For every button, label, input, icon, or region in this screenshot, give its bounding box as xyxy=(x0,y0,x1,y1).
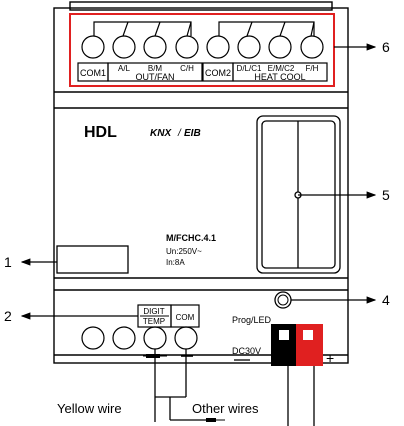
eib-logo: EIB xyxy=(184,128,201,139)
com2-label: COM2 xyxy=(205,68,231,78)
pin-label-fh: F/H xyxy=(306,64,319,73)
group-label-out-fan: OUT/FAN xyxy=(135,72,174,82)
pin-label-dlc1: D/L/C1 xyxy=(237,64,262,73)
current-rating: In:8A xyxy=(166,258,185,267)
com-label: COM xyxy=(176,313,195,322)
bottom-terminals xyxy=(81,304,200,350)
terminal-fh-screw xyxy=(300,35,324,59)
terminal-al-screw xyxy=(112,35,136,59)
com1-label: COM1 xyxy=(80,68,106,78)
bottom-terminal-digit-screw xyxy=(143,326,167,350)
bottom-terminal-2-screw xyxy=(112,326,136,350)
callout-2: 2 xyxy=(4,308,12,324)
terminal-com1-screw xyxy=(81,35,105,59)
knx-logo: KNX xyxy=(150,128,172,139)
prog-led-label: Prog/LED xyxy=(232,315,272,325)
model-number: M/FCHC.4.1 xyxy=(166,233,216,243)
pin-label-al: A/L xyxy=(118,64,131,73)
temp-label: TEMP xyxy=(143,317,165,326)
dc30v-label: DC30V xyxy=(232,346,261,356)
terminal-com2-screw xyxy=(206,35,230,59)
voltage-rating: Un:250V~ xyxy=(166,247,202,256)
pin-label-bm: B/M xyxy=(148,64,163,73)
svg-text:/: / xyxy=(177,128,182,139)
other-wires-label: Other wires xyxy=(192,401,259,416)
plus-symbol: + xyxy=(326,350,334,366)
device-body xyxy=(53,1,349,364)
brand-logo: HDL xyxy=(84,124,117,141)
bottom-terminal-com-screw xyxy=(174,326,198,350)
bus-terminal xyxy=(271,324,323,366)
bottom-terminal-1-screw xyxy=(81,326,105,350)
top-terminals xyxy=(77,21,328,82)
digit-label: DIGIT xyxy=(143,307,164,316)
pin-label-emc2: E/M/C2 xyxy=(268,64,295,73)
terminal-bm-screw xyxy=(143,35,167,59)
terminal-ch-screw xyxy=(175,35,199,59)
callout-5: 5 xyxy=(382,187,390,203)
prog-led-button[interactable] xyxy=(274,291,292,309)
terminal-dlc1-screw xyxy=(237,35,261,59)
label-slot xyxy=(56,245,129,274)
callout-1: 1 xyxy=(4,254,12,270)
yellow-wire-label: Yellow wire xyxy=(57,401,122,416)
wires xyxy=(154,349,315,426)
top-terminal-highlight xyxy=(69,13,335,87)
callout-arrows xyxy=(20,43,377,320)
group-label-heat-cool: HEAT COOL xyxy=(254,72,305,82)
pin-label-ch: C/H xyxy=(180,64,194,73)
callout-4: 4 xyxy=(382,292,390,308)
callout-6: 6 xyxy=(382,39,390,55)
terminal-emc2-screw xyxy=(268,35,292,59)
